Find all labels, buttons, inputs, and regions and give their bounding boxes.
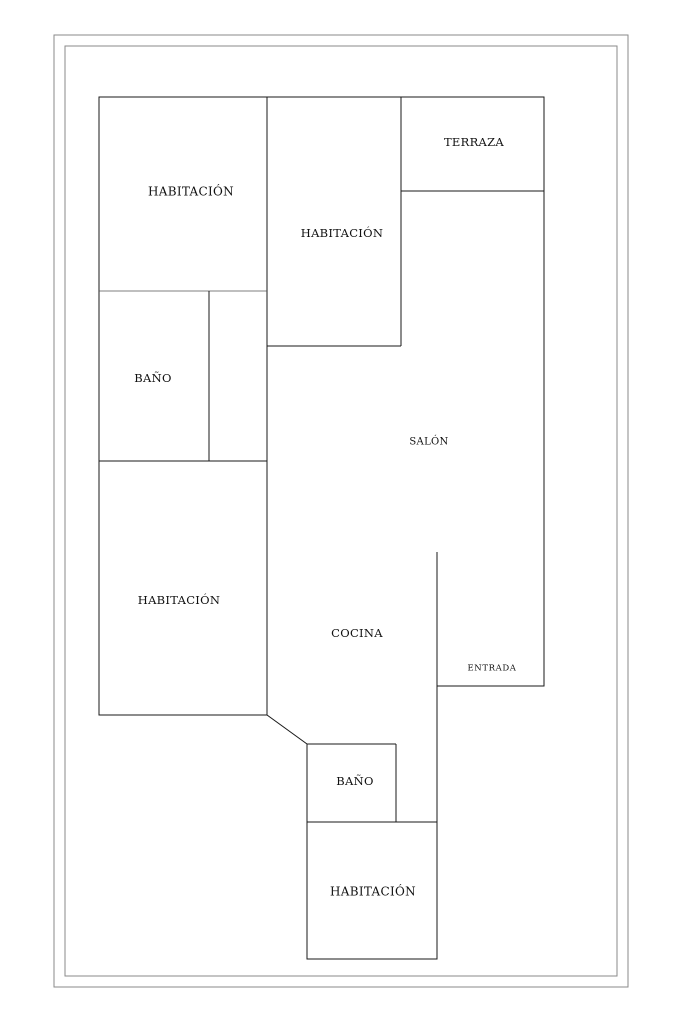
outer-sheet-border (53, 34, 629, 988)
building-outline (98, 96, 545, 960)
room-label-cocina: COCINA (331, 626, 383, 640)
room-label-salon: SALÓN (409, 436, 448, 448)
room-label-bano-left: BAÑO (134, 371, 171, 385)
room-label-habitacion-left: HABITACIÓN (138, 593, 221, 607)
room-label-habitacion-top-mid: HABITACIÓN (301, 226, 384, 240)
room-label-bano-bottom: BAÑO (336, 774, 373, 788)
room-label-habitacion-top-left: HABITACIÓN (148, 183, 234, 199)
room-label-habitacion-bottom: HABITACIÓN (330, 883, 416, 899)
room-label-terraza: TERRAZA (444, 135, 504, 149)
room-label-entrada: ENTRADA (467, 664, 516, 674)
inner-sheet-border (64, 45, 618, 977)
